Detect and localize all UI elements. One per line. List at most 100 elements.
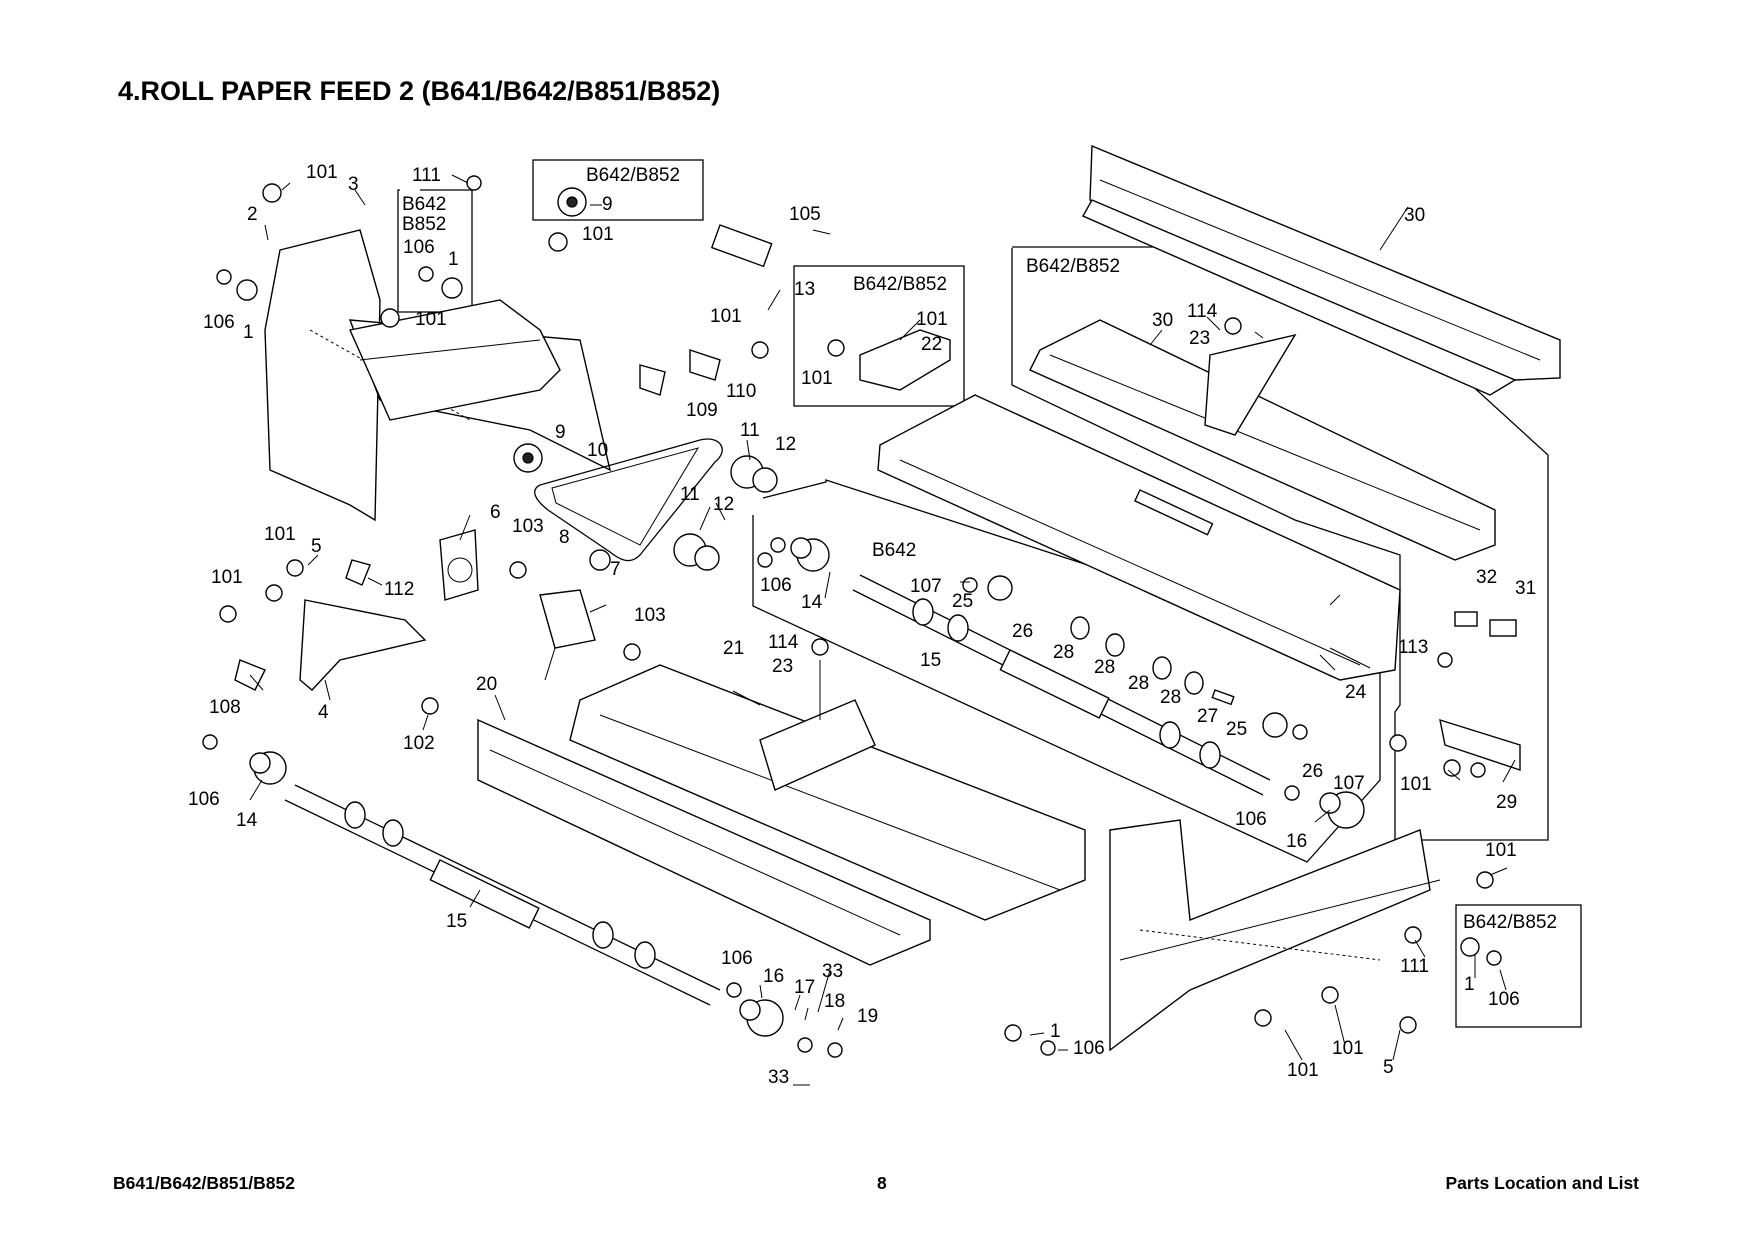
footer-page-number: 8 [877, 1173, 887, 1193]
callout: 12 [713, 494, 734, 515]
callout: 10 [587, 440, 608, 461]
callout: 105 [789, 204, 821, 225]
callout: 106 [721, 948, 753, 969]
callout: 21 [723, 638, 744, 659]
bracket-6 [439, 529, 479, 601]
gears [249, 443, 1365, 1037]
callout: 103 [634, 605, 666, 626]
belt-10 [534, 438, 723, 562]
callout: 106 [403, 237, 435, 258]
connector-13 [710, 224, 773, 268]
callout: 26 [1302, 761, 1323, 782]
callout: 12 [775, 434, 796, 455]
callout: 8 [559, 527, 570, 548]
callout: 101 [801, 368, 833, 389]
callout: 22 [921, 334, 942, 355]
callout: 33 [768, 1067, 789, 1088]
callout: 29 [1496, 792, 1517, 813]
stay-plate-upper [349, 299, 561, 421]
callout: 112 [384, 579, 414, 600]
callout: 6 [490, 502, 501, 523]
callout: 24 [1345, 682, 1367, 703]
callout: 28 [1160, 687, 1181, 708]
callout: 26 [1012, 621, 1033, 642]
callout: 101 [582, 224, 614, 245]
callout: 5 [1383, 1057, 1394, 1078]
roller-shaft-15-upper [852, 574, 1271, 796]
bracket-29 [1439, 718, 1521, 771]
variant-label: B642/B852 [586, 165, 680, 186]
roller-shaft-15-lower [284, 784, 721, 1006]
callout: 101 [1287, 1060, 1319, 1081]
motor-7 [539, 589, 596, 681]
callout: 7 [610, 559, 621, 580]
footer-model-list: B641/B642/B851/B852 [113, 1173, 295, 1193]
callout: 107 [910, 576, 942, 597]
callout: 9 [555, 422, 566, 443]
callout: 111 [412, 165, 441, 186]
callout: 20 [476, 674, 497, 695]
callout: 4 [318, 702, 329, 723]
callout: 114 [1187, 301, 1218, 322]
callout: 25 [952, 591, 973, 612]
callout: 1 [243, 322, 254, 343]
callout: 101 [264, 524, 296, 545]
lower-guide-plate-21 [569, 664, 1086, 921]
callout: 14 [801, 592, 823, 613]
variant-label: B852 [402, 214, 446, 235]
callout: 16 [763, 966, 784, 987]
sensors-31-32 [1211, 611, 1517, 706]
callout: 101 [1485, 840, 1517, 861]
callout: 18 [824, 991, 845, 1012]
callout: 27 [1197, 706, 1218, 727]
callout: 106 [203, 312, 235, 333]
guide-23-lower [759, 699, 876, 791]
bracket-4 [299, 599, 427, 691]
callout: 32 [1476, 567, 1497, 588]
callout: 25 [1226, 719, 1247, 740]
callout: 113 [1398, 637, 1428, 658]
callout: 106 [188, 789, 220, 810]
variant-label: B642/B852 [1026, 256, 1120, 277]
callout: 106 [1073, 1038, 1105, 1059]
callout: 23 [1189, 328, 1210, 349]
idler-rollers-28 [1070, 616, 1204, 695]
variant-box-left-stacked: B642 B852 [397, 189, 473, 313]
callout: 1 [448, 249, 459, 270]
callout: 30 [1404, 205, 1425, 226]
callout: 33 [822, 961, 843, 982]
callout: 103 [512, 516, 544, 537]
callout: 101 [211, 567, 243, 588]
callout: 109 [686, 400, 718, 421]
variant-label: B642 [872, 540, 916, 561]
callout: 101 [306, 162, 338, 183]
callout: 110 [726, 381, 756, 402]
callout: 14 [236, 810, 258, 831]
callout: 1 [1464, 974, 1475, 995]
callout: 9 [602, 194, 613, 215]
callout: 101 [916, 309, 948, 330]
variant-box-top-gear: B642/B852 [532, 159, 704, 221]
variant-label: B642/B852 [853, 274, 947, 295]
callout: 15 [920, 650, 941, 671]
callout: 108 [209, 697, 241, 718]
upper-guide-plate-30 [1029, 319, 1496, 561]
callout: 106 [760, 575, 792, 596]
rear-plate-24 [877, 394, 1401, 681]
callout: 28 [1053, 642, 1074, 663]
callout: 17 [794, 977, 815, 998]
callout: 13 [794, 279, 815, 300]
variant-label: B642/B852 [1463, 912, 1557, 933]
callout: 114 [768, 632, 799, 653]
top-cover-30 [1082, 144, 1561, 396]
callout: 111 [1400, 956, 1429, 977]
callout: 2 [247, 204, 258, 225]
callout: 28 [1128, 673, 1149, 694]
footer-section-title: Parts Location and List [1445, 1173, 1640, 1193]
leader-lines [249, 174, 1516, 1086]
side-frame-right [1109, 819, 1441, 1052]
callout: 23 [772, 656, 793, 677]
callout: 102 [403, 733, 435, 754]
callout: 5 [311, 536, 322, 557]
